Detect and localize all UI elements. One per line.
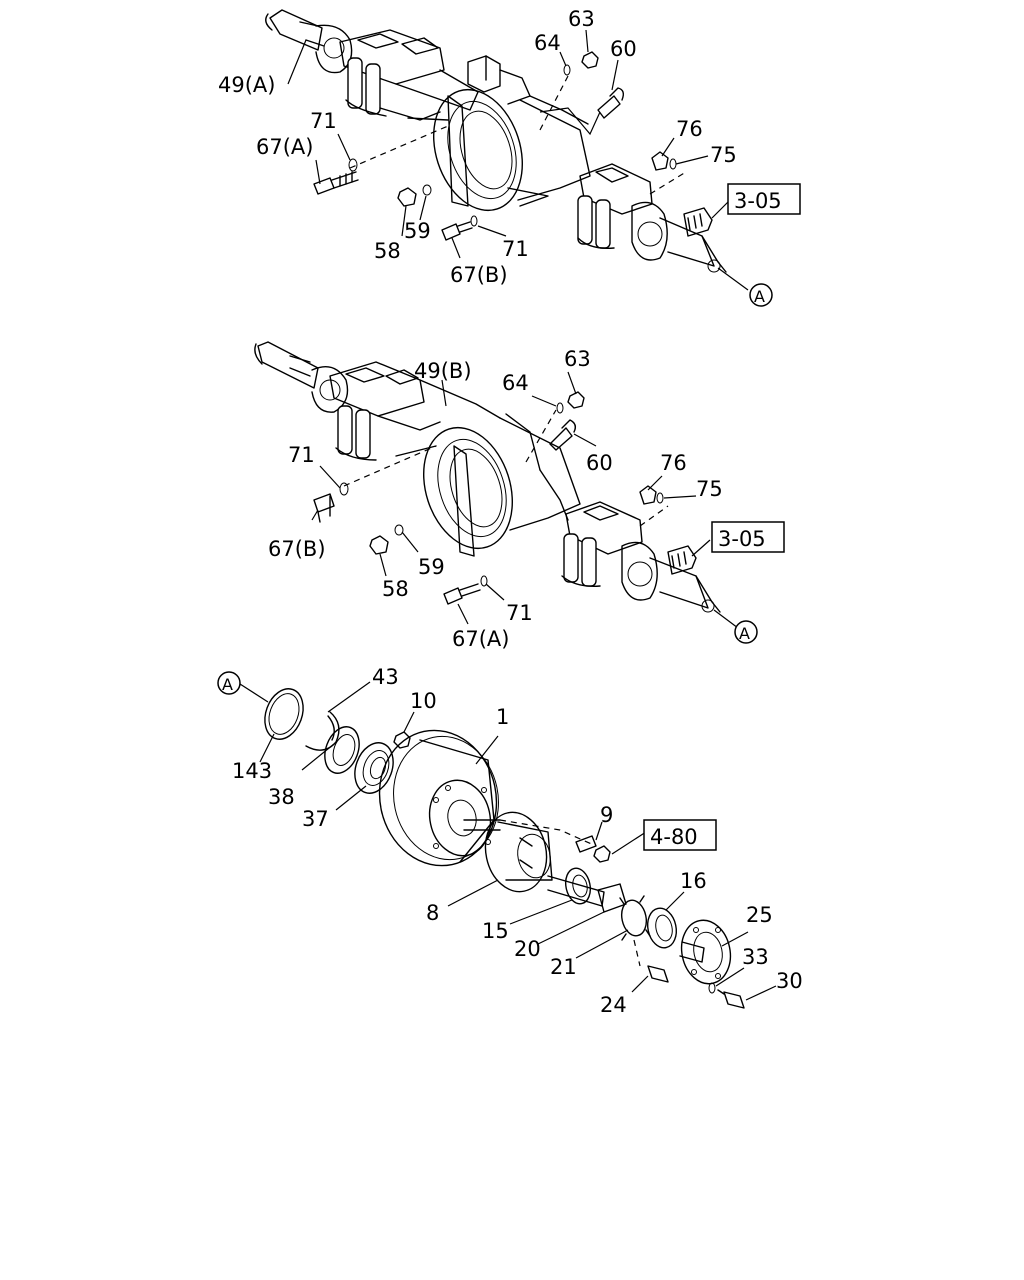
- label-59: 59: [418, 555, 445, 579]
- reference-box-label: 3-05: [734, 189, 782, 213]
- label-76: 76: [660, 451, 687, 475]
- label-33: 33: [742, 945, 769, 969]
- reference-box-label: 4-80: [650, 825, 698, 849]
- label-71: 71: [502, 237, 529, 261]
- label-67a: 67(A): [452, 627, 509, 651]
- label-49a: 49(A): [218, 73, 275, 97]
- label-20: 20: [514, 937, 541, 961]
- label-64: 64: [502, 371, 529, 395]
- label-58: 58: [374, 239, 401, 263]
- label-15: 15: [482, 919, 509, 943]
- view-axle-housing-b: 49(B) 63 64 60 71 67(B) 58 59 76 75 67(A…: [254, 341, 785, 651]
- reference-circle-label: A: [222, 675, 233, 694]
- label-143: 143: [232, 759, 272, 783]
- label-24: 24: [600, 993, 627, 1017]
- label-67a: 67(A): [256, 135, 313, 159]
- label-60: 60: [610, 37, 637, 61]
- label-76: 76: [676, 117, 703, 141]
- reference-circle-label: A: [739, 624, 750, 643]
- label-58: 58: [382, 577, 409, 601]
- label-63: 63: [568, 7, 595, 31]
- label-8: 8: [426, 901, 439, 925]
- label-9: 9: [600, 803, 613, 827]
- label-60: 60: [586, 451, 613, 475]
- label-16: 16: [680, 869, 707, 893]
- label-37: 37: [302, 807, 329, 831]
- reference-circle: [749, 283, 773, 307]
- label-71: 71: [310, 109, 337, 133]
- label-49b: 49(B): [414, 359, 472, 383]
- label-43: 43: [372, 665, 399, 689]
- label-67b: 67(B): [268, 537, 326, 561]
- reference-circle-label: A: [754, 287, 765, 306]
- reference-box-label: 3-05: [718, 527, 766, 551]
- label-30: 30: [776, 969, 803, 993]
- view-hub-and-drum: 43 10 1 143 38 37 9 8 15 20 21 16 25 33 …: [217, 665, 803, 1017]
- label-75: 75: [710, 143, 737, 167]
- reference-box[interactable]: [727, 183, 801, 215]
- label-25: 25: [746, 903, 773, 927]
- reference-box[interactable]: [643, 819, 717, 851]
- label-21: 21: [550, 955, 577, 979]
- view-axle-housing-a: 49(A) 71 67(A) 58 59 67(B) 71 64 63 60 7…: [218, 7, 801, 307]
- label-71: 71: [506, 601, 533, 625]
- label-10: 10: [410, 689, 437, 713]
- label-64: 64: [534, 31, 561, 55]
- label-38: 38: [268, 785, 295, 809]
- reference-circle: [217, 671, 241, 695]
- label-75: 75: [696, 477, 723, 501]
- reference-circle: [734, 620, 758, 644]
- label-59: 59: [404, 219, 431, 243]
- label-67b: 67(B): [450, 263, 508, 287]
- label-63: 63: [564, 347, 591, 371]
- label-71: 71: [288, 443, 315, 467]
- label-1: 1: [496, 705, 509, 729]
- reference-box[interactable]: [711, 521, 785, 553]
